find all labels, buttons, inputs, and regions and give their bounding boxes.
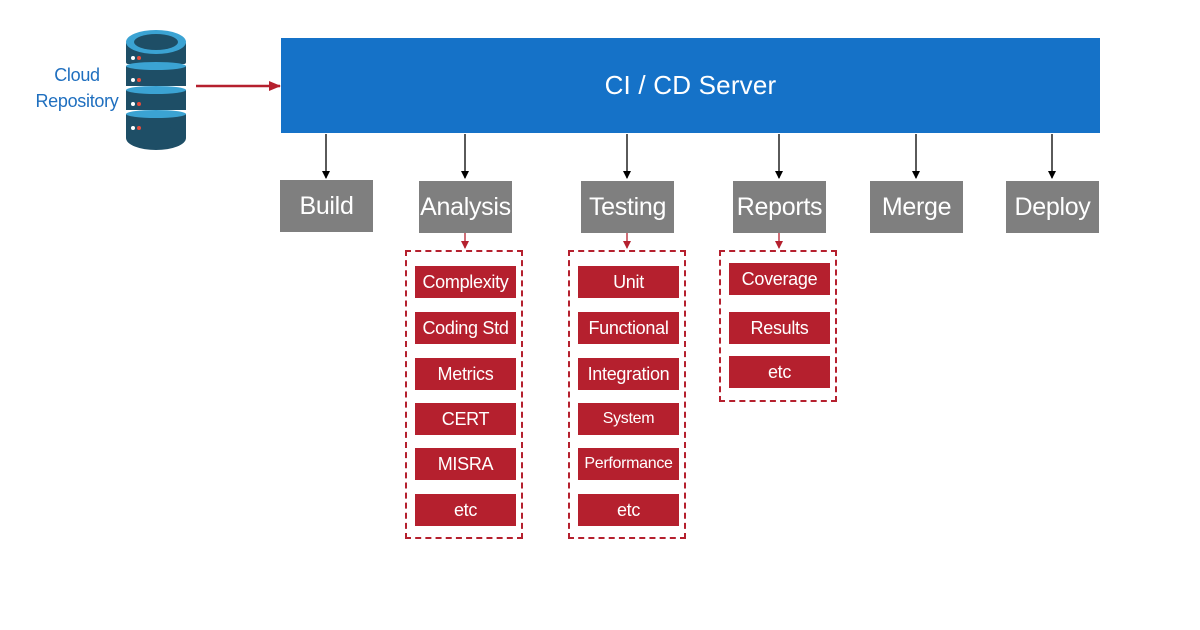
stage-to-group-arrows [461, 232, 783, 249]
analysis-item: etc [415, 494, 516, 526]
testing-item: System [578, 403, 679, 435]
testing-item: Performance [578, 448, 679, 480]
testing-item: Functional [578, 312, 679, 344]
reports-item-label: Results [750, 317, 809, 338]
reports-item: Results [729, 312, 830, 344]
reports-item: etc [729, 356, 830, 388]
analysis-item: MISRA [415, 448, 516, 480]
stage-testing: Testing [581, 181, 674, 233]
repository-label-line1: Cloud [54, 65, 100, 85]
analysis-item: CERT [415, 403, 516, 435]
stage-build-label: Build [299, 191, 354, 220]
stage-analysis: Analysis [419, 181, 512, 233]
reports-item-label: etc [767, 361, 792, 382]
ci-cd-server-label: CI / CD Server [604, 70, 777, 100]
testing-item-label: Unit [613, 271, 644, 292]
stage-reports-label: Reports [736, 192, 823, 221]
analysis-item-label: Complexity [422, 271, 509, 292]
testing-item-label: Performance [584, 455, 673, 472]
testing-item-label: etc [616, 499, 641, 520]
stage-deploy-label: Deploy [1014, 192, 1091, 221]
stage-merge: Merge [870, 181, 963, 233]
testing-item-label: Functional [588, 317, 669, 338]
stage-analysis-label: Analysis [420, 192, 511, 221]
analysis-item: Complexity [415, 266, 516, 298]
analysis-item-label: etc [453, 499, 478, 520]
testing-item-label: System [602, 410, 655, 427]
testing-group: Unit Functional Integration System Perfo… [568, 250, 686, 539]
reports-group: Coverage Results etc [719, 250, 837, 402]
analysis-item: Coding Std [415, 312, 516, 344]
database-icon [126, 30, 186, 150]
stage-merge-label: Merge [881, 192, 952, 221]
analysis-item: Metrics [415, 358, 516, 390]
reports-item: Coverage [729, 263, 830, 295]
ci-cd-server-box: CI / CD Server [281, 38, 1100, 133]
stage-testing-label: Testing [588, 192, 667, 221]
server-to-stage-arrows [322, 134, 1056, 179]
reports-item-label: Coverage [741, 268, 818, 289]
analysis-item-label: Metrics [437, 363, 494, 384]
repository-label: Cloud Repository [22, 62, 132, 114]
stage-reports: Reports [733, 181, 826, 233]
analysis-group: Complexity Coding Std Metrics CERT MISRA… [405, 250, 523, 539]
stage-build: Build [280, 180, 373, 232]
testing-item: Integration [578, 358, 679, 390]
testing-item-label: Integration [587, 363, 670, 384]
repository-label-line2: Repository [35, 91, 119, 111]
stage-deploy: Deploy [1006, 181, 1099, 233]
testing-item: Unit [578, 266, 679, 298]
analysis-item-label: Coding Std [422, 317, 509, 338]
analysis-item-label: MISRA [437, 453, 494, 474]
analysis-item-label: CERT [441, 408, 490, 429]
testing-item: etc [578, 494, 679, 526]
